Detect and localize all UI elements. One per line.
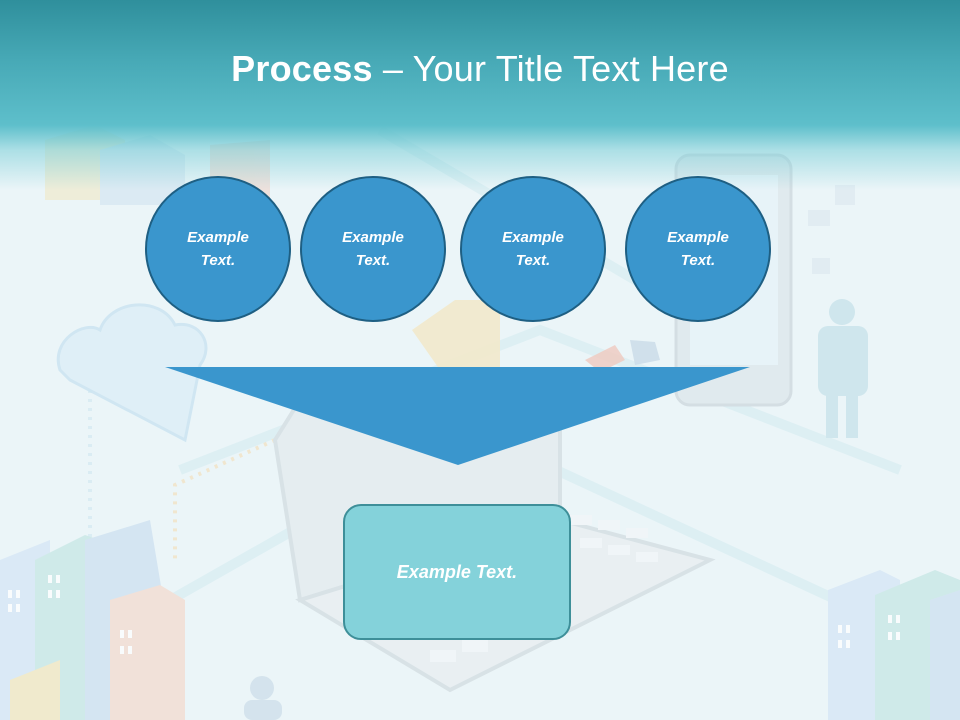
circle-label: Example Text. [483,226,583,272]
funnel-arrow [165,367,750,465]
circle-label-line-1: Example [667,229,729,246]
title-strong: Process [231,48,373,89]
cloud-icon [56,303,208,443]
buildings-right [828,570,960,720]
circle-label: Example Text. [648,226,748,272]
circle-label: Example Text. [168,226,268,272]
result-box: Example Text. [343,504,571,640]
circle-label-line-2: Text. [200,252,236,269]
circle-label-line-2: Text. [515,252,551,269]
circle-label: Example Text. [323,226,423,272]
folder-icon [412,300,500,370]
circle-label-line-2: Text. [680,252,716,269]
circle-label-line-1: Example [187,229,249,246]
title-rest: – Your Title Text Here [372,48,729,89]
process-circle-1: Example Text. [145,176,291,322]
process-circle-2: Example Text. [300,176,446,322]
process-circle-4: Example Text. [625,176,771,322]
person-icon [818,299,868,438]
circle-label-line-2: Text. [355,252,391,269]
process-circle-3: Example Text. [460,176,606,322]
person-small-icon [244,676,282,720]
circle-label-line-1: Example [502,229,564,246]
buildings-left [0,520,185,720]
slide-title: Process – Your Title Text Here [0,48,960,90]
title-band [0,0,960,190]
circle-label-line-1: Example [342,229,404,246]
result-label: Example Text. [396,561,518,582]
